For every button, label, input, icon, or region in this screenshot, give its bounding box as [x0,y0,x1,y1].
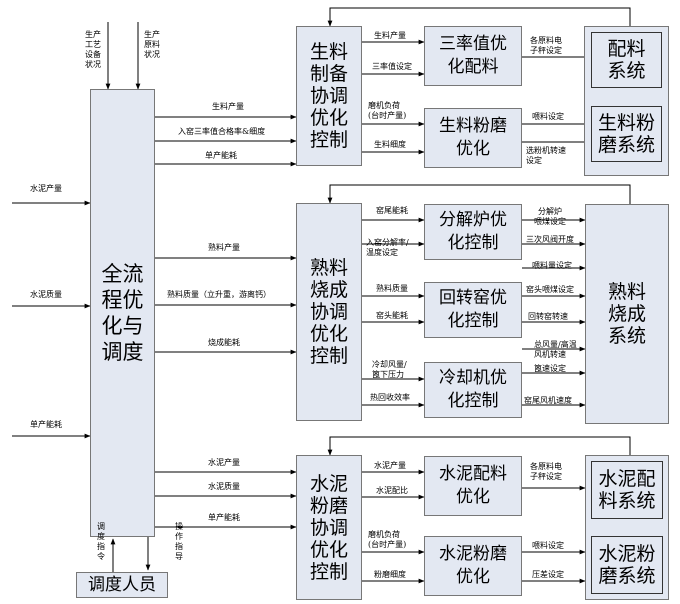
feed-label: 生料产量 [212,102,244,111]
signal-label: 三率值设定 [372,62,412,71]
left-input-unit-energy: 单产能耗 [30,420,62,429]
raw-mill-system-box: 生料粉 磨系统 [591,106,662,162]
raw-meal-coordination-box: 生料 制备 协调 优化 控制 [296,26,362,166]
left-input-cement-quality: 水泥质量 [30,290,62,299]
clinker-system-label: 熟料 烧成 系统 [607,281,646,347]
cement-mill-system-box: 水泥粉 磨系统 [591,536,663,594]
signal-label: 喂料量设定 [532,261,572,270]
signal-label: 生料细度 [374,140,406,149]
raw-mill-system-label: 生料粉 磨系统 [597,112,655,156]
signal-label: 热回收效率 [370,393,410,402]
signal-label: 生料产量 [374,31,406,40]
cement-mill-optimization-label: 水泥粉磨 优化 [439,544,507,587]
main-optimization-label: 全流 程优 化与 调度 [101,262,144,364]
cooler-control-box: 冷却机优 化控制 [424,362,522,418]
signal-label: 总风量/高温 风机转速 [534,340,577,359]
feed-label: 单产能耗 [208,513,240,522]
signal-label: 窑尾风机速度 [524,396,572,405]
feed-label: 入窑三率值合格率&细度 [178,127,266,136]
dispatch-signal-label: 调度指令 [97,522,105,561]
rotary-kiln-control-label: 回转窑优 化控制 [439,288,507,331]
signal-label: 入窑分解率/ 温度设定 [366,238,409,257]
signal-label: 磨机负荷 (台时产量) [368,530,407,549]
cement-batching-box: 水泥配料 优化 [424,456,522,516]
clinker-coordination-label: 熟料 烧成 协调 优化 控制 [309,257,348,367]
signal-label: 冷却风量/ 篦下压力 [372,360,407,379]
signal-label: 喂料设定 [532,541,564,550]
cement-batching-system-label: 水泥配 料系统 [598,468,656,512]
feed-label: 烧成能耗 [208,338,240,347]
operation-signal-label: 操作指导 [175,522,183,561]
signal-label: 三次风阀开度 [526,235,574,244]
signal-label: 水泥产量 [374,461,406,470]
clinker-coordination-box: 熟料 烧成 协调 优化 控制 [296,203,362,421]
cement-coordination-box: 水泥 粉磨 协调 优化 控制 [296,455,362,600]
cement-mill-optimization-box: 水泥粉磨 优化 [424,536,522,596]
main-optimization-box: 全流 程优 化与 调度 [90,89,155,537]
batching-system-box: 配料 系统 [591,32,662,88]
signal-label: 回转窑转速 [528,312,568,321]
calciner-control-box: 分解炉优 化控制 [424,204,522,260]
top-input-production-status: 生产工艺设备状况 [85,30,101,69]
cooler-control-label: 冷却机优 化控制 [439,368,507,411]
operator-box: 调度人员 [76,572,168,598]
signal-label: 窑尾能耗 [376,206,408,215]
signal-label: 水泥配比 [376,486,408,495]
signal-label: 各原料电 子秤设定 [530,36,562,55]
three-ratio-batching-box: 三率值优 化配料 [424,26,522,86]
signal-label: 各原料电 子秤设定 [530,462,562,481]
signal-label: 粉磨细度 [374,570,406,579]
raw-mill-optimization-label: 生料粉磨 优化 [439,116,507,159]
signal-label: 选粉机转速 设定 [526,146,566,165]
top-input-raw-status: 生产原料状况 [144,30,160,59]
cement-mill-system-label: 水泥粉 磨系统 [598,543,656,587]
calciner-control-label: 分解炉优 化控制 [439,210,507,253]
signal-label: 窑头喂煤设定 [526,285,574,294]
signal-label: 分解炉 喂煤设定 [534,207,566,226]
feed-label: 熟料产量 [208,243,240,252]
signal-label: 窑头能耗 [376,311,408,320]
raw-meal-coordination-label: 生料 制备 协调 优化 控制 [309,41,348,151]
signal-label: 喂料设定 [532,112,564,121]
cement-batching-system-box: 水泥配 料系统 [591,461,663,519]
signal-label: 篦速设定 [534,364,566,373]
feed-label: 水泥质量 [208,482,240,491]
feed-label: 单产能耗 [205,151,237,160]
feed-label: 水泥产量 [208,458,240,467]
rotary-kiln-control-box: 回转窑优 化控制 [424,282,522,338]
clinker-system-box: 熟料 烧成 系统 [585,204,669,424]
batching-system-label: 配料 系统 [607,38,646,82]
signal-label: 熟料质量 [376,284,408,293]
cement-batching-label: 水泥配料 优化 [439,464,507,507]
operator-label: 调度人员 [88,574,156,595]
feed-label: 熟料质量（立升重，游离钙） [167,290,271,299]
signal-label: 压差设定 [532,570,564,579]
three-ratio-batching-label: 三率值优 化配料 [439,34,507,77]
left-input-cement-output: 水泥产量 [30,184,62,193]
cement-coordination-label: 水泥 粉磨 协调 优化 控制 [309,472,348,583]
signal-label: 磨机负荷 (台时产量) [368,101,407,120]
raw-mill-optimization-box: 生料粉磨 优化 [424,108,522,168]
